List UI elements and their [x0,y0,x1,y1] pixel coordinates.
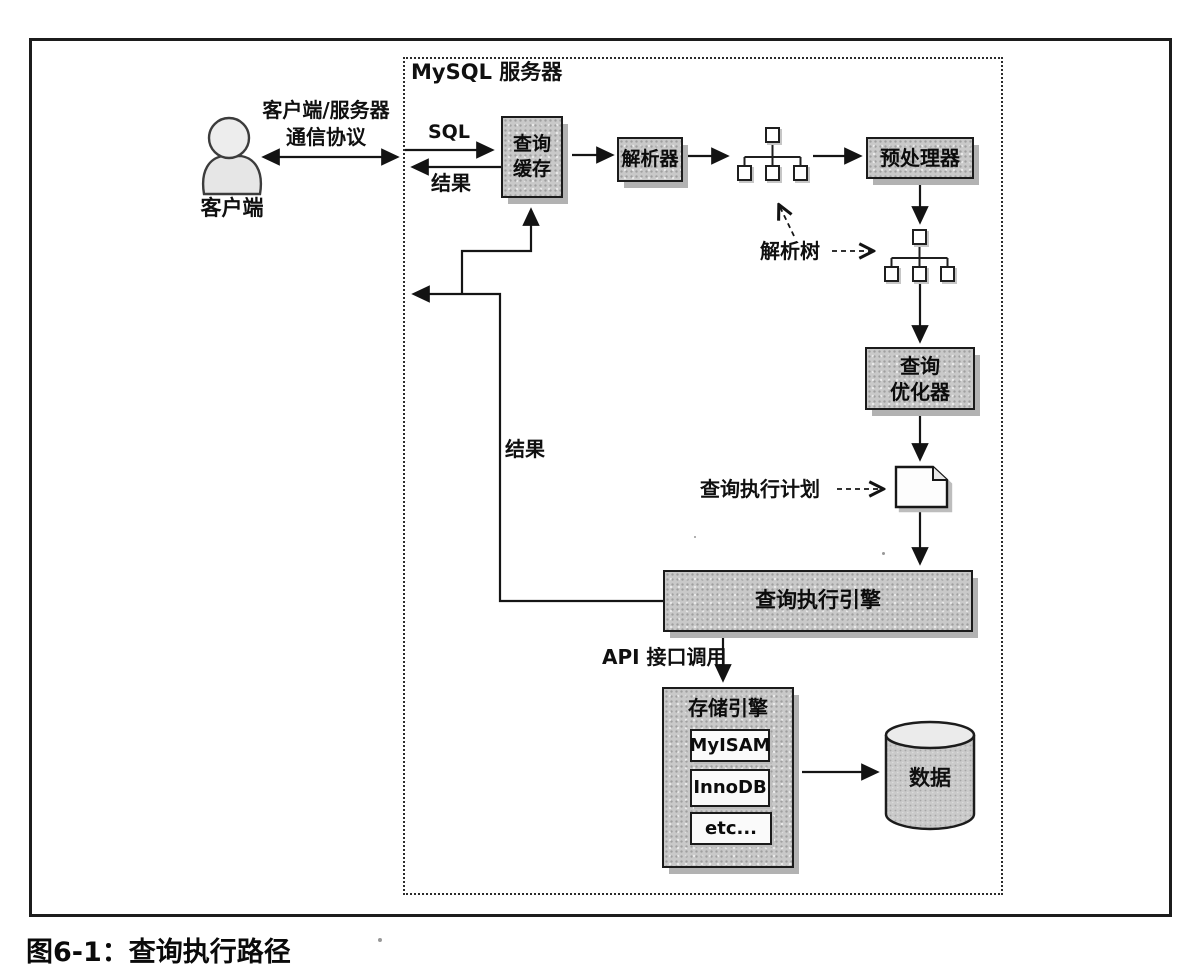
engine-item-label: etc... [705,817,757,839]
tree-node [940,266,955,282]
tree-node [737,165,752,181]
execution-engine-box: 查询执行引擎 [663,570,973,632]
parser-box: 解析器 [617,137,683,182]
parser-label: 解析器 [621,148,679,171]
mysql-server-title: MySQL 服务器 [411,60,563,84]
optimizer-label-line1: 查询 [900,353,940,378]
mysql-server-boundary [403,57,1003,895]
engine-item-label: InnoDB [693,777,767,799]
query-cache-label-line2: 缓存 [512,158,551,180]
query-plan-label: 查询执行计划 [700,477,820,501]
result-top-label: 结果 [431,171,471,195]
tree-node [765,127,780,143]
figure-caption: 图6-1：查询执行路径 [26,937,291,968]
tree-node [912,229,927,245]
api-call-label: API 接口调用 [602,645,727,669]
engine-item-innodb: InnoDB [690,769,770,807]
parse-tree-label: 解析树 [760,239,820,263]
scan-speck [882,552,885,555]
engine-item-myisam: MyISAM [689,729,771,762]
tree-node [884,266,899,282]
preprocessor-label: 预处理器 [880,146,960,170]
optimizer-label-line2: 优化器 [890,379,950,404]
query-cache-box: 查询 缓存 [501,116,563,198]
tree-node [912,266,927,282]
preprocessor-box: 预处理器 [866,137,974,179]
result-return-label: 结果 [505,437,545,461]
tree-node [765,165,780,181]
execution-engine-label: 查询执行引擎 [755,588,881,613]
protocol-label-line2: 通信协议 [286,125,366,149]
figure-border [29,38,1172,917]
storage-engine-title: 存储引擎 [688,696,768,720]
protocol-label-line1: 客户端/服务器 [262,98,390,122]
scan-speck [378,938,382,942]
client-label: 客户端 [200,196,264,220]
engine-item-label: MyISAM [689,734,771,756]
scan-speck [694,536,696,538]
query-cache-label-line1: 查询 [512,133,551,156]
data-label: 数据 [909,766,951,790]
tree-node [793,165,808,181]
optimizer-box: 查询 优化器 [865,347,975,410]
sql-label: SQL [428,121,470,143]
storage-engine-box: 存储引擎 MyISAM InnoDB etc... [662,687,794,868]
engine-item-etc: etc... [690,812,772,845]
